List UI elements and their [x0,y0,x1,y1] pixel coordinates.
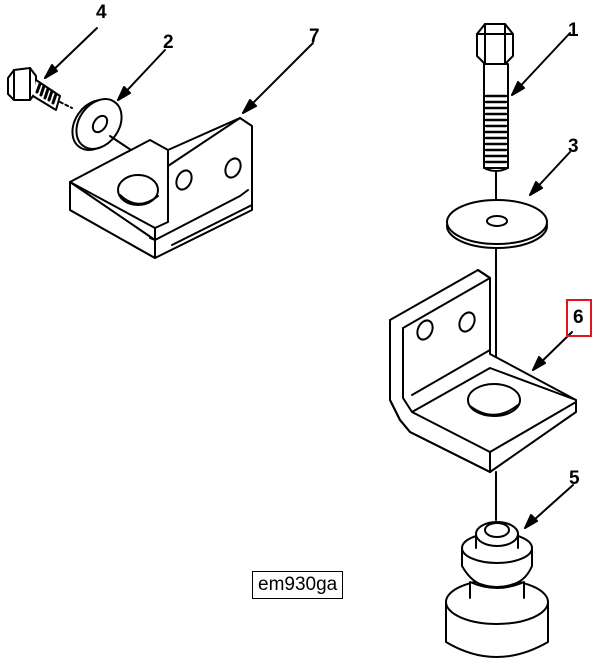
leader-line-4 [44,27,98,79]
bushing-icon [445,521,549,658]
angle-bracket-icon [389,269,577,521]
callout-7: 7 [309,26,320,47]
washer-icon [446,199,548,381]
callout-6-highlight[interactable]: 6 [566,299,592,337]
figure-id-label: em930ga [252,571,344,599]
leader-line-7 [242,42,314,114]
angle-bracket-icon [69,117,253,259]
callout-5: 5 [569,468,580,489]
leader-line-6 [532,331,573,371]
bolt-icon [476,23,514,201]
callout-6: 6 [573,307,584,328]
bolt-icon [7,67,73,111]
callout-3: 3 [568,136,579,157]
callout-1: 1 [568,20,579,41]
leader-line-5 [524,484,574,529]
callout-2: 2 [163,32,174,53]
callout-4: 4 [96,2,107,23]
leader-line-2 [117,49,166,101]
leader-line-1 [511,32,571,96]
leader-line-3 [529,151,571,196]
